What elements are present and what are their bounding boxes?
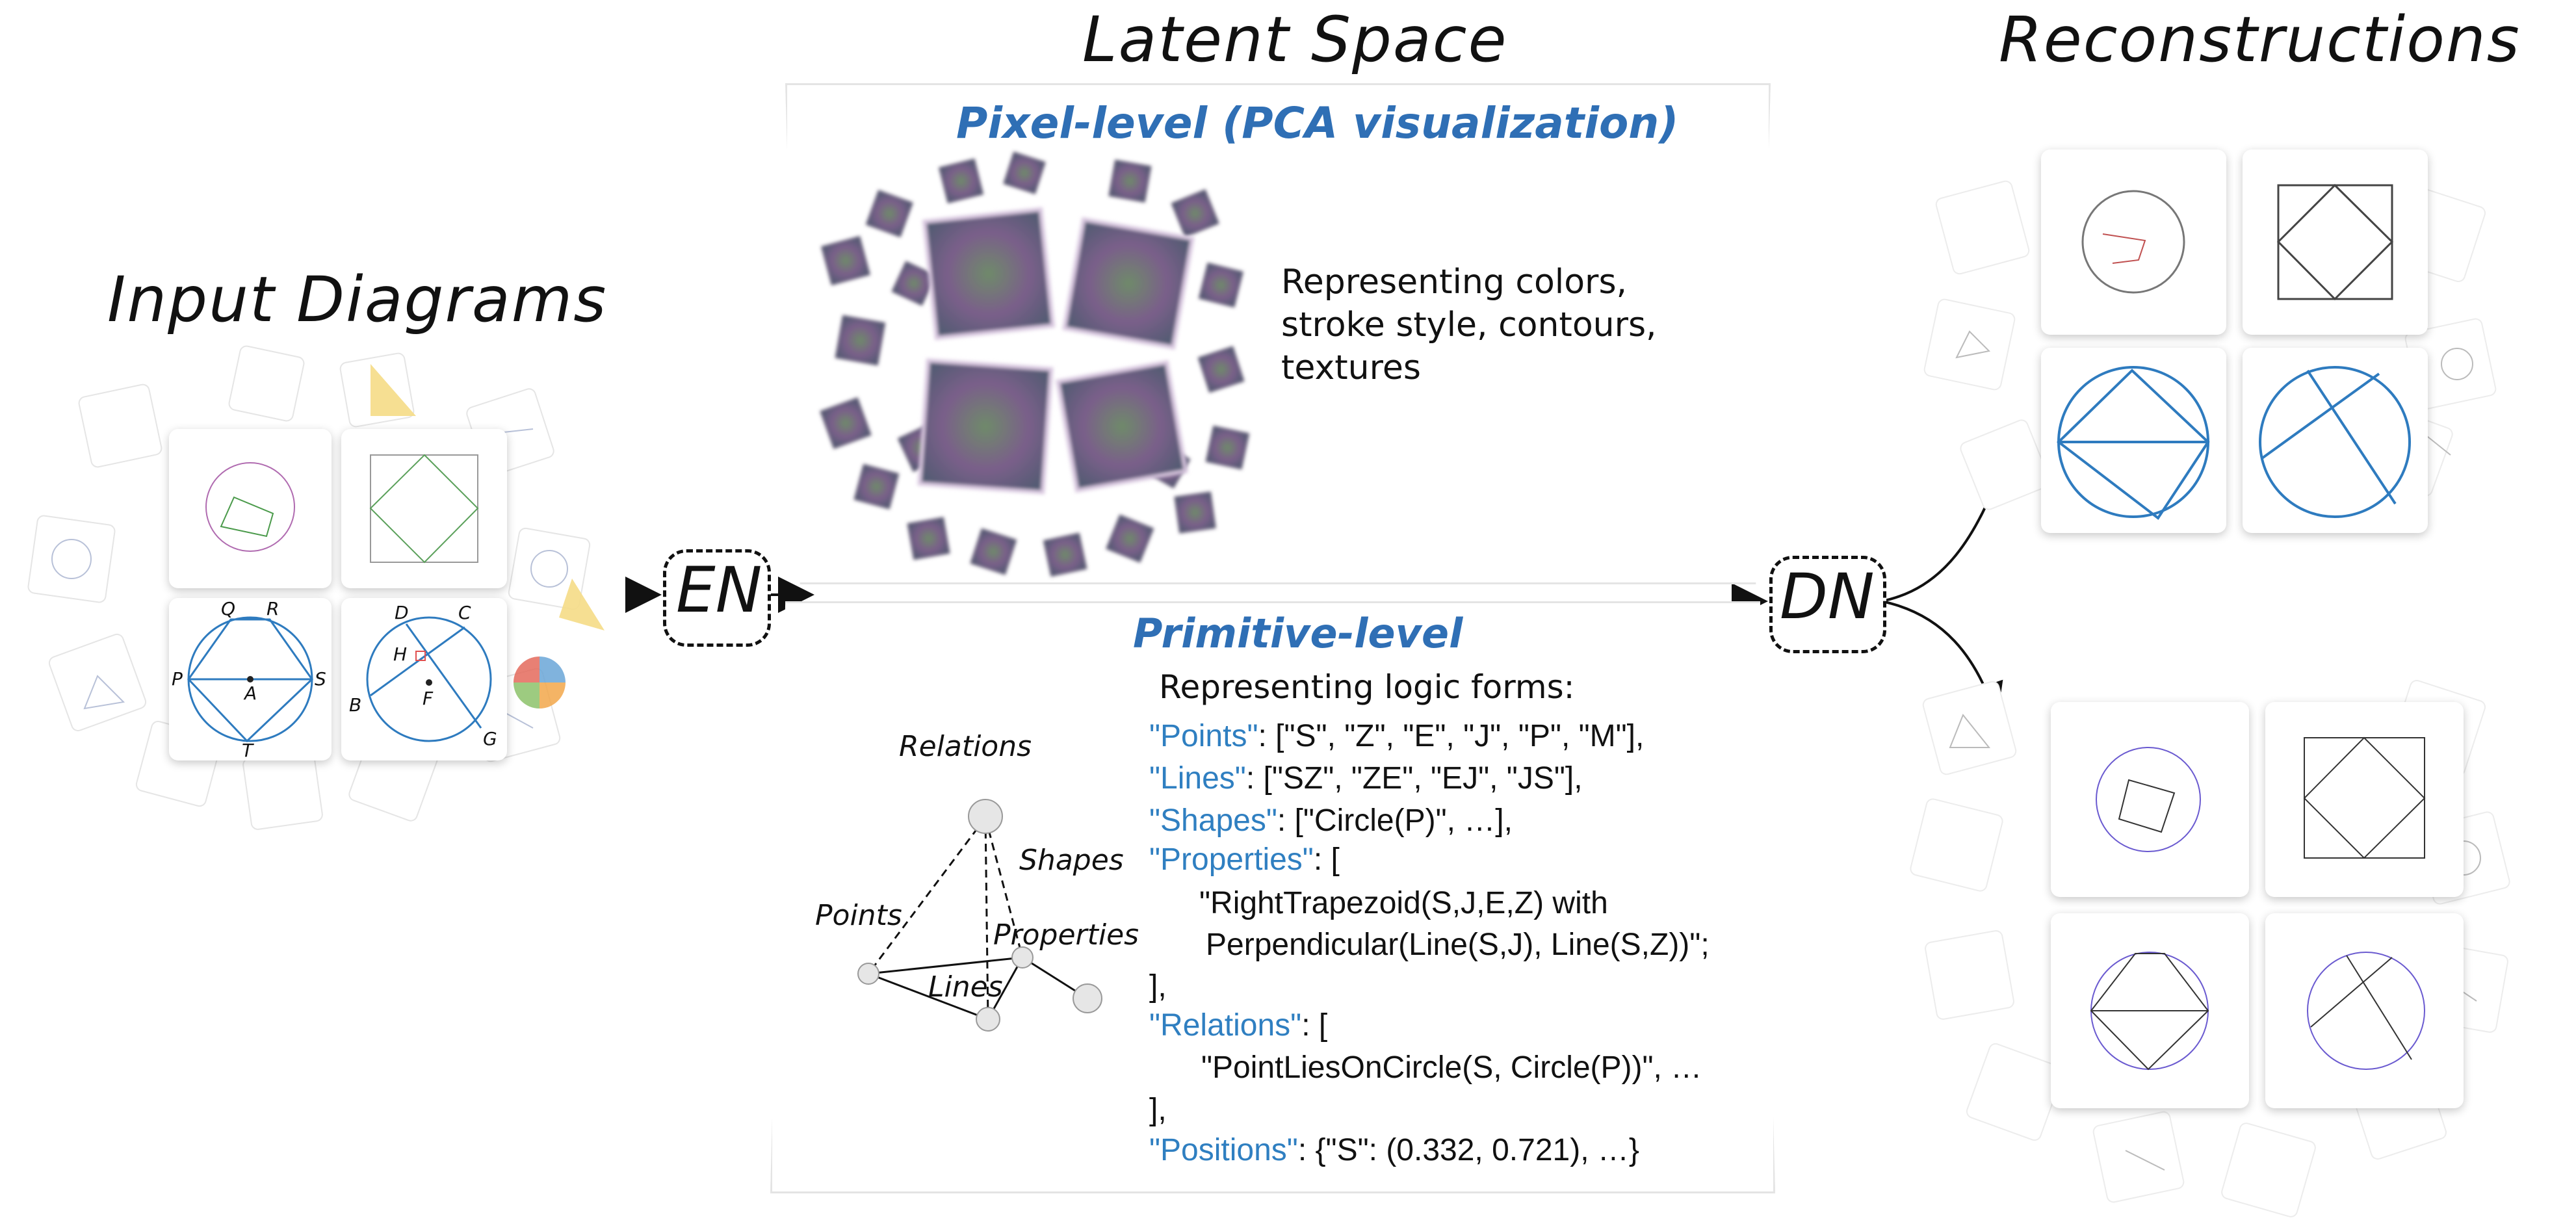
encoder-label: EN <box>676 554 762 627</box>
code-close-2: ], <box>1149 1093 1167 1127</box>
code-props-value: : [ <box>1313 842 1340 877</box>
latent-space-title: Latent Space <box>1082 3 1508 76</box>
recon-bottom-card-3 <box>2051 913 2249 1108</box>
code-rel-key: "Relations" <box>1149 1008 1302 1043</box>
input-card-square <box>341 429 507 588</box>
label-a: A <box>244 682 257 704</box>
graph-node-lines: Lines <box>928 970 1003 1004</box>
decoder-box <box>1769 556 1886 653</box>
recon-bottom-diagram-4 <box>2307 952 2425 1070</box>
circle-chord-diagram <box>366 616 492 742</box>
code-pos-value: : {"S": (0.332, 0.721), …} <box>1297 1133 1639 1167</box>
input-background-cards <box>27 345 605 830</box>
label-f: F <box>423 688 434 709</box>
graph-node-shapes: Shapes <box>1019 844 1124 877</box>
recon-top-card-2 <box>2243 150 2428 335</box>
label-c: C <box>458 602 471 623</box>
reconstructions-title: Reconstructions <box>1999 3 2521 76</box>
code-shapes-key: "Shapes" <box>1149 803 1277 838</box>
code-close-1: ], <box>1149 969 1167 1004</box>
label-q: Q <box>221 598 236 619</box>
label-t: T <box>242 740 254 761</box>
code-rel-line: "Relations": [ <box>1149 1008 1327 1043</box>
pca-tiles-visualization <box>820 151 1250 577</box>
label-s: S <box>315 668 326 690</box>
code-lines-value: : ["SZ", "ZE", "EJ", "JS"], <box>1245 761 1583 796</box>
recon-bottom-card-1 <box>2051 702 2249 897</box>
graph-node-properties: Properties <box>993 918 1139 952</box>
code-props-line-2: Perpendicular(Line(S,J), Line(S,Z))"; <box>1206 928 1710 962</box>
code-pos-line: "Positions": {"S": (0.332, 0.721), …} <box>1149 1132 1639 1168</box>
logic-forms-title: Representing logic forms: <box>1159 668 1575 706</box>
recon-top-diagram-4 <box>2259 366 2411 518</box>
recon-bottom-diagram-1 <box>2096 747 2201 852</box>
recon-top-diagram-2 <box>2276 183 2394 301</box>
primitive-level-panel: Primitive-level Relations Shapes Points … <box>770 601 1775 1193</box>
input-card-circle-chord: D C H B F G <box>341 598 507 760</box>
recon-bottom-card-2 <box>2265 702 2464 897</box>
recon-bottom-diagram-3 <box>2090 952 2209 1071</box>
code-rel-line-1: "PointLiesOnCircle(S, Circle(P))", … <box>1201 1050 1702 1085</box>
code-props-line-1: "RightTrapezoid(S,J,E,Z) with <box>1199 886 1608 920</box>
pixel-desc-line-1: Representing colors, <box>1281 263 1628 302</box>
recon-top-card-4 <box>2243 348 2428 533</box>
recon-top-diagram-3 <box>2056 366 2210 520</box>
code-pos-key: "Positions" <box>1149 1133 1298 1167</box>
primitive-level-heading: Primitive-level <box>1133 610 1463 657</box>
recon-top-card-1 <box>2041 150 2226 335</box>
pixel-level-panel: Pixel-level (PCA visualization) <box>785 83 1771 584</box>
code-props-key: "Properties" <box>1149 842 1314 877</box>
pixel-level-heading: Pixel-level (PCA visualization) <box>956 98 1679 148</box>
label-b: B <box>349 694 362 716</box>
pixel-desc-line-3: textures <box>1281 348 1421 387</box>
input-card-circle-triangle <box>169 429 332 588</box>
code-points-key: "Points" <box>1149 719 1258 753</box>
code-lines-line: "Lines": ["SZ", "ZE", "EJ", "JS"], <box>1149 760 1583 796</box>
graph-node-points: Points <box>815 899 902 932</box>
recon-top-diagram-1 <box>2081 190 2185 294</box>
circle-triangle-diagram <box>205 462 295 552</box>
label-d: D <box>395 602 409 623</box>
primitive-relation-graph <box>857 799 1102 1032</box>
recon-bottom-card-4 <box>2265 913 2464 1108</box>
circle-quad-diagram <box>187 616 313 743</box>
code-points-value: : ["S", "Z", "E", "J", "P", "M"], <box>1258 719 1645 753</box>
graph-node-relations: Relations <box>899 730 1032 763</box>
decoder-label: DN <box>1780 560 1875 633</box>
code-lines-key: "Lines" <box>1149 761 1246 796</box>
label-r: R <box>267 598 280 619</box>
input-diagrams-title: Input Diagrams <box>107 263 608 336</box>
code-shapes-line: "Shapes": ["Circle(P)", …], <box>1149 803 1513 838</box>
code-shapes-value: : ["Circle(P)", …], <box>1277 803 1513 838</box>
recon-bottom-diagram-2 <box>2303 736 2426 859</box>
input-diagram-cluster: Q R P A S T D C H B F G <box>20 338 618 832</box>
input-card-circle-quad: Q R P A S T <box>169 598 332 761</box>
label-g: G <box>483 728 497 749</box>
pixel-desc: Representing colors, stroke style, conto… <box>1281 261 1657 389</box>
square-diagram <box>369 454 479 564</box>
label-p: P <box>172 668 183 690</box>
pixel-desc-line-2: stroke style, contours, <box>1281 306 1657 344</box>
encoder-box <box>663 549 771 647</box>
code-rel-value: : [ <box>1301 1008 1328 1043</box>
label-h: H <box>393 644 408 665</box>
code-props-line: "Properties": [ <box>1149 842 1340 878</box>
recon-top-card-3 <box>2041 348 2226 533</box>
code-points-line: "Points": ["S", "Z", "E", "J", "P", "M"]… <box>1149 718 1644 754</box>
